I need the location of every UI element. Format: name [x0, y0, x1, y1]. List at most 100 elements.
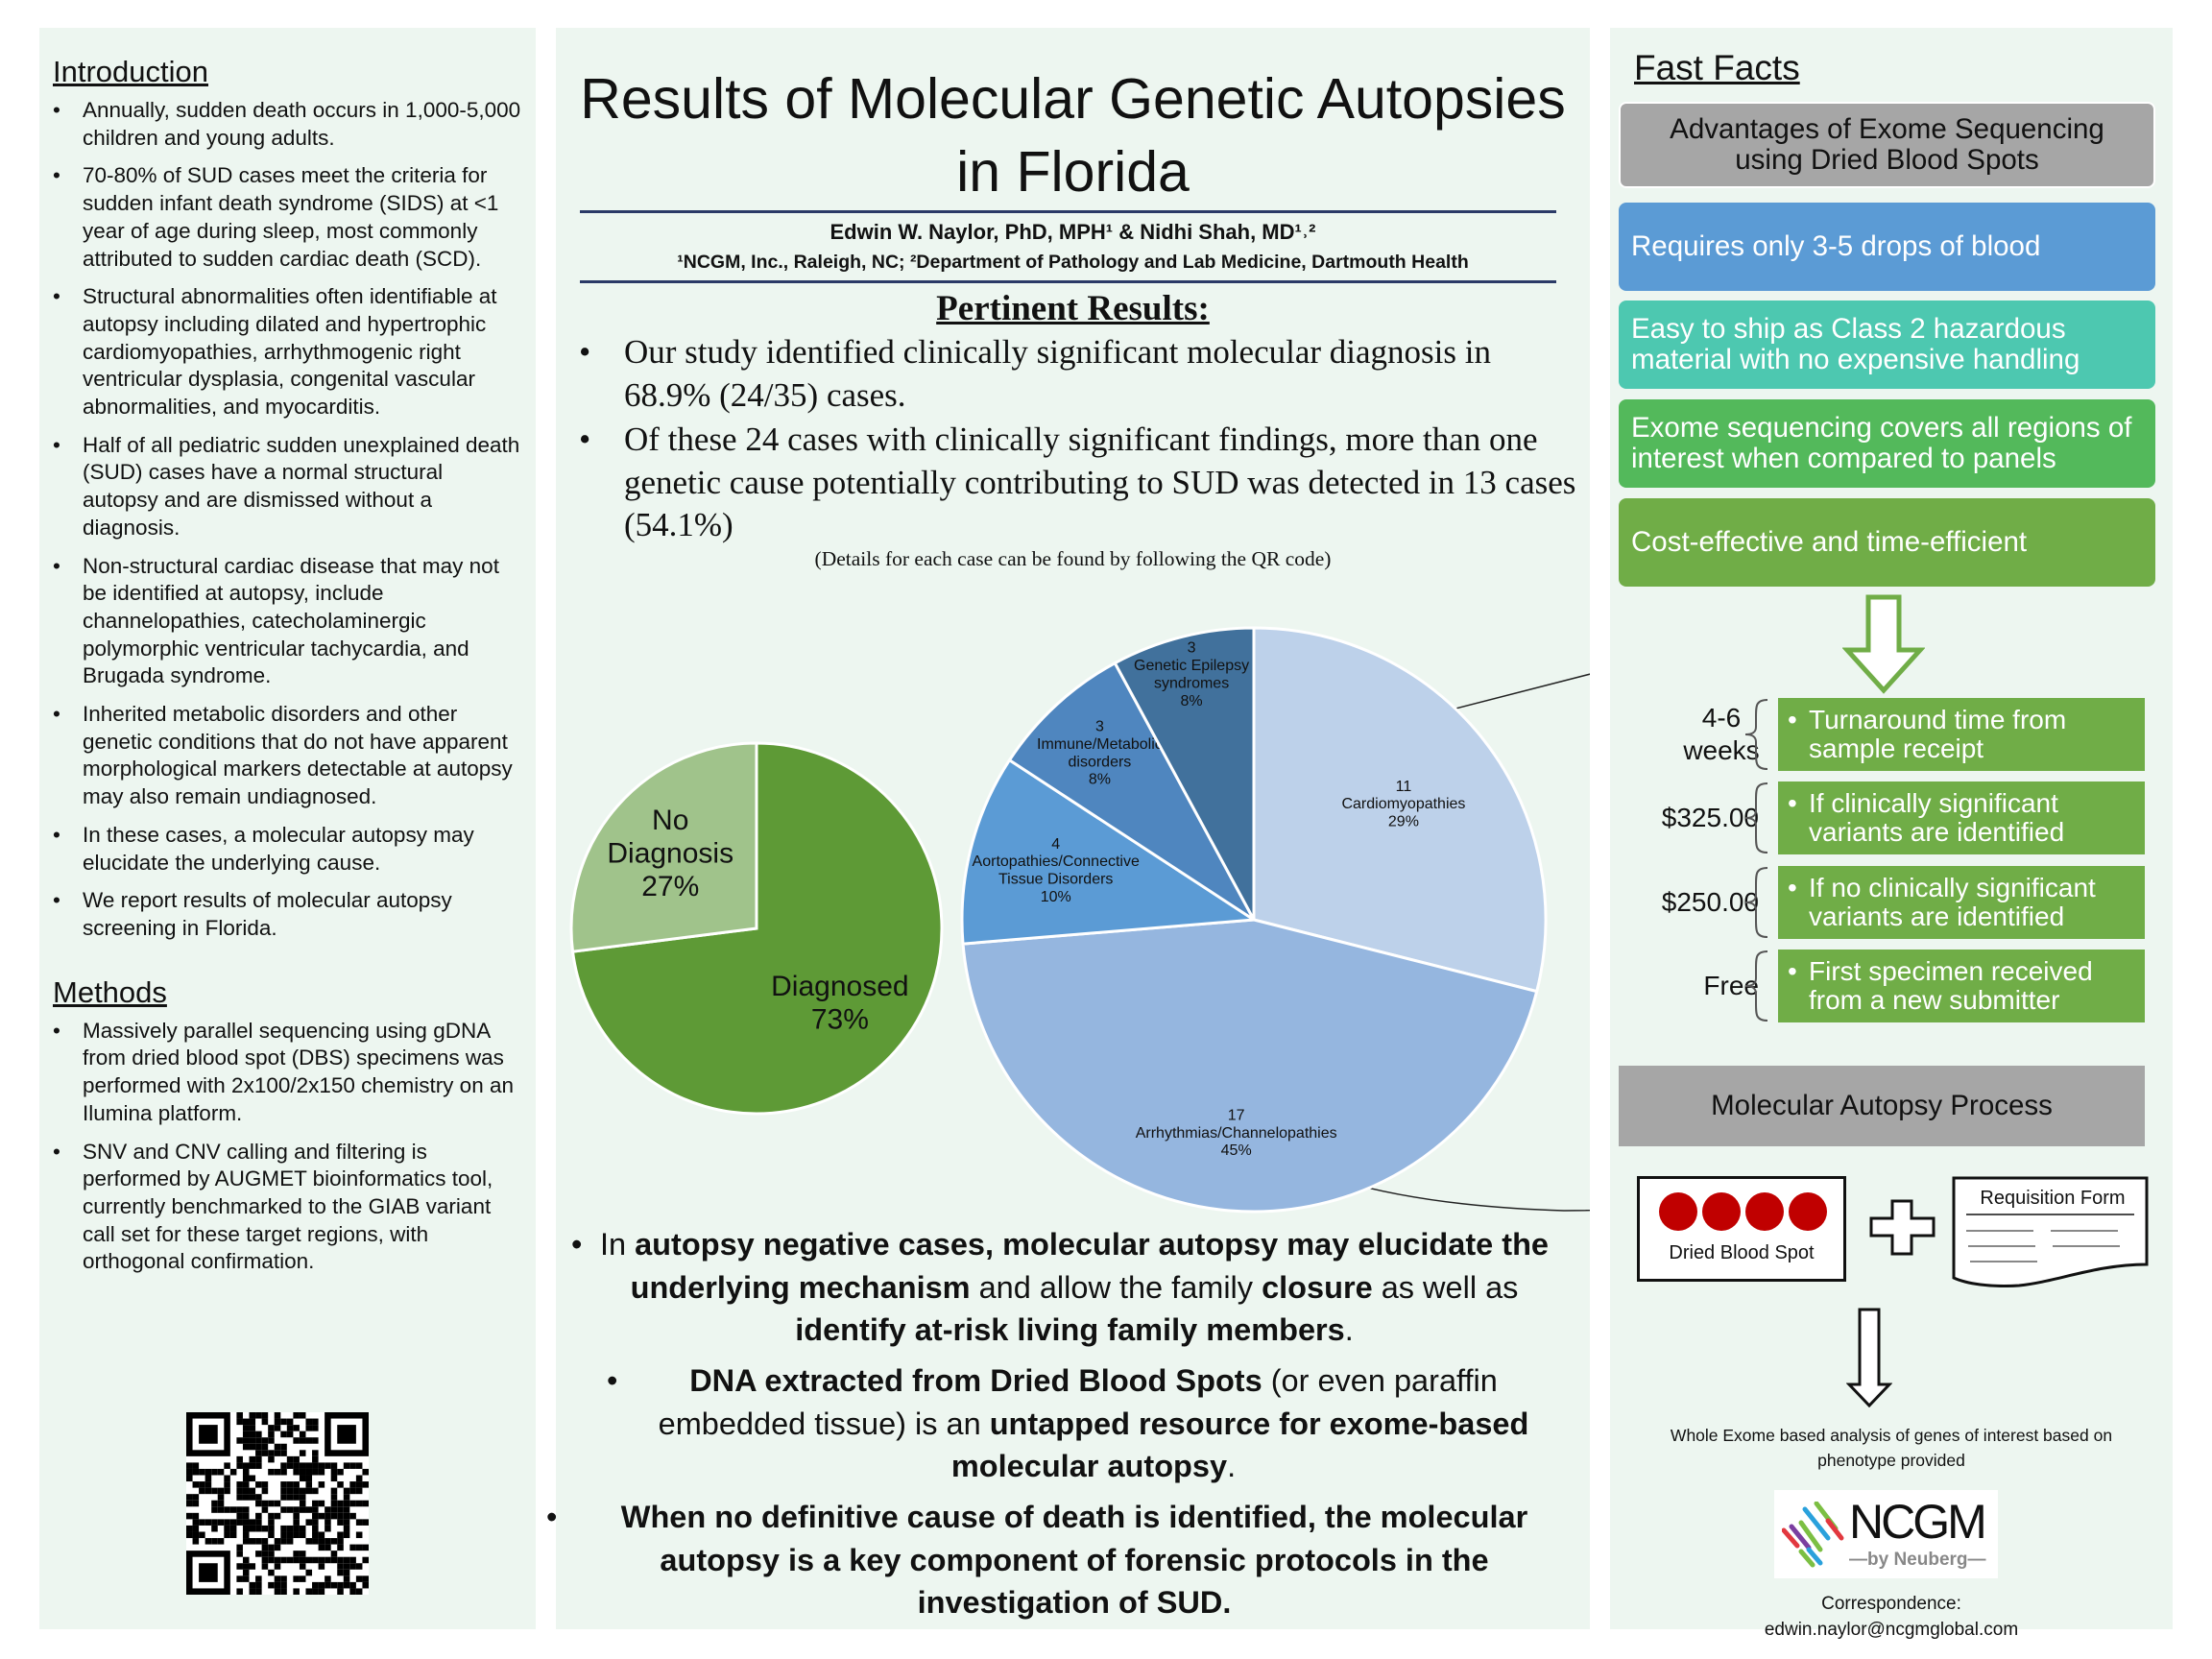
pie-label: 10%	[1041, 889, 1071, 905]
logo-mark-icon	[1782, 1502, 1844, 1568]
pricing-row: 4-6 weeks Turnaround time from sample rec…	[1610, 698, 2173, 771]
pie-slice	[960, 757, 1259, 946]
brace-icon	[1744, 782, 1768, 854]
pie-label: No	[652, 805, 688, 836]
bold-text: autopsy negative cases, molecular autops…	[630, 1227, 1550, 1305]
blood-spots-icon	[1659, 1192, 1827, 1231]
authors: Edwin W. Naylor, PhD, MPH¹ & Nidhi Shah,…	[830, 220, 1316, 244]
intro-bullet: Inherited metabolic disorders and other …	[53, 701, 522, 811]
form-label: Requisition Form	[1980, 1188, 2126, 1209]
bullet-dot: •	[571, 1227, 583, 1262]
center-column: Results of Molecular Genetic Autopsies i…	[546, 28, 1590, 1629]
correspondence-label: Correspondence:	[1821, 1594, 1961, 1614]
pie-label: 27%	[641, 871, 699, 902]
dried-blood-spot-card: Dried Blood Spot	[1637, 1176, 1846, 1282]
pricing-row: $250.00 If no clinically significant vari…	[1610, 866, 2173, 939]
requisition-form-icon	[1952, 1176, 2149, 1287]
text: and allow the family	[970, 1269, 1262, 1305]
divider	[580, 280, 1556, 283]
dbs-label: Dried Blood Spot	[1669, 1242, 1815, 1263]
ncgm-logo: NCGM —by Neuberg—	[1774, 1490, 1998, 1578]
fast-facts-heading: Fast Facts	[1634, 48, 1800, 87]
pie-label: 8%	[1089, 772, 1111, 788]
down-arrow-icon	[1842, 594, 1925, 694]
pie-label: Tissue Disorders	[998, 872, 1113, 888]
pricing-row: FreeFirst specimen received from a new s…	[1610, 950, 2173, 1022]
intro-bullet: Non-structural cardiac disease that may …	[53, 553, 522, 691]
divider	[580, 210, 1556, 213]
analysis-text: Whole Exome based analysis of genes of i…	[1670, 1426, 2113, 1470]
correspondence: Correspondence: edwin.naylor@ncgmglobal.…	[1610, 1591, 2173, 1643]
intro-bullet: Structural abnormalities often identifia…	[53, 283, 522, 421]
results-list: Our study identified clinically signific…	[579, 331, 1577, 549]
bullet-dot: •	[607, 1363, 618, 1398]
qr-code[interactable]	[186, 1412, 369, 1595]
pie-label: Diagnosis	[607, 837, 733, 869]
pie-label: Arrhythmias/Channelopathies	[1136, 1125, 1337, 1142]
process-heading: Molecular Autopsy Process	[1619, 1066, 2145, 1146]
pie-slice	[1252, 626, 1548, 994]
pie-label: 4	[1051, 836, 1060, 853]
fact-box: Cost-effective and time-efficient	[1619, 498, 2155, 587]
qr-note: (Details for each case can be found by f…	[814, 547, 1332, 570]
text: .	[1227, 1449, 1237, 1483]
pie-label: syndromes	[1154, 675, 1229, 691]
intro-heading: Introduction	[53, 55, 208, 88]
pie-label: 8%	[1181, 693, 1203, 709]
conclusion-bullet: •When no definitive cause of death is id…	[546, 1496, 1574, 1624]
fact-box: Advantages of Exome Sequencing using Dri…	[1619, 102, 2155, 188]
right-column: Fast Facts Advantages of Exome Sequencin…	[1610, 28, 2173, 1640]
logo-text: NCGM	[1849, 1495, 1987, 1549]
fact-box: Exome sequencing covers all regions of i…	[1619, 399, 2155, 488]
methods-bullet: Massively parallel sequencing using gDNA…	[53, 1018, 522, 1128]
pie-slice	[1113, 626, 1256, 921]
pie-slice	[961, 918, 1539, 1214]
price-label: $325.00	[1661, 803, 1759, 832]
intro-bullet: Annually, sudden death occurs in 1,000-5…	[53, 97, 522, 152]
bold-text: closure	[1262, 1269, 1373, 1305]
intro-bullet: Half of all pediatric sudden unexplained…	[53, 432, 522, 542]
price-label: $250.00	[1661, 887, 1759, 917]
brace-icon	[1744, 867, 1768, 938]
bold-text: When no definitive cause of death is ide…	[620, 1500, 1528, 1620]
intro-list: Annually, sudden death occurs in 1,000-5…	[53, 97, 522, 943]
conclusion-bullet: • In autopsy negative cases, molecular au…	[571, 1223, 1574, 1352]
pie-label: Diagnosed	[771, 971, 908, 1002]
pricing-description: If no clinically significant variants ar…	[1778, 866, 2145, 939]
left-column: Introduction Annually, sudden death occu…	[39, 28, 536, 1629]
bold-text: untapped resource for exome-based molecu…	[950, 1406, 1529, 1484]
pie-slice	[569, 741, 758, 953]
fact-box: Easy to ship as Class 2 hazardous materi…	[1619, 301, 2155, 389]
pie-label: Genetic Epilepsy	[1134, 658, 1249, 674]
brace-icon	[1744, 950, 1768, 1022]
results-heading: Pertinent Results:	[936, 289, 1210, 328]
pie-label: 29%	[1388, 814, 1419, 830]
affiliations: ¹NCGM, Inc., Raleigh, NC; ²Department of…	[677, 252, 1469, 273]
pie-label: 17	[1228, 1107, 1245, 1123]
pie-slice	[1007, 661, 1256, 922]
text: .	[1344, 1312, 1354, 1347]
pricing-description: If clinically significant variants are i…	[1778, 781, 2145, 854]
pie-label: 11	[1396, 779, 1412, 795]
pie-label: 3	[1188, 640, 1196, 657]
pricing-description: Turnaround time from sample receipt	[1778, 698, 2145, 771]
text: as well as	[1372, 1269, 1519, 1305]
correspondence-email[interactable]: edwin.naylor@ncgmglobal.com	[1764, 1620, 2019, 1640]
pie-label: 3	[1095, 719, 1104, 735]
price-label: 4-6 weeks	[1683, 703, 1760, 765]
result-bullet: Our study identified clinically signific…	[579, 331, 1577, 417]
text: In	[599, 1227, 636, 1262]
fact-box: Requires only 3-5 drops of blood	[1619, 203, 2155, 291]
pie-label: 73%	[811, 1003, 869, 1035]
pie-label: Cardiomyopathies	[1341, 796, 1465, 812]
methods-list: Massively parallel sequencing using gDNA…	[53, 1018, 522, 1276]
plus-icon	[1869, 1199, 1936, 1256]
pricing-description: First specimen received from a new submi…	[1778, 950, 2145, 1022]
down-arrow-icon	[1846, 1308, 1892, 1407]
pricing-row: $325.00 If clinically significant variant…	[1610, 781, 2173, 854]
methods-heading: Methods	[53, 974, 167, 1009]
methods-bullet: SNV and CNV calling and filtering is per…	[53, 1139, 522, 1277]
brace-icon	[1744, 699, 1768, 770]
poster-title: Results of Molecular Genetic Autopsies i…	[580, 67, 1566, 204]
